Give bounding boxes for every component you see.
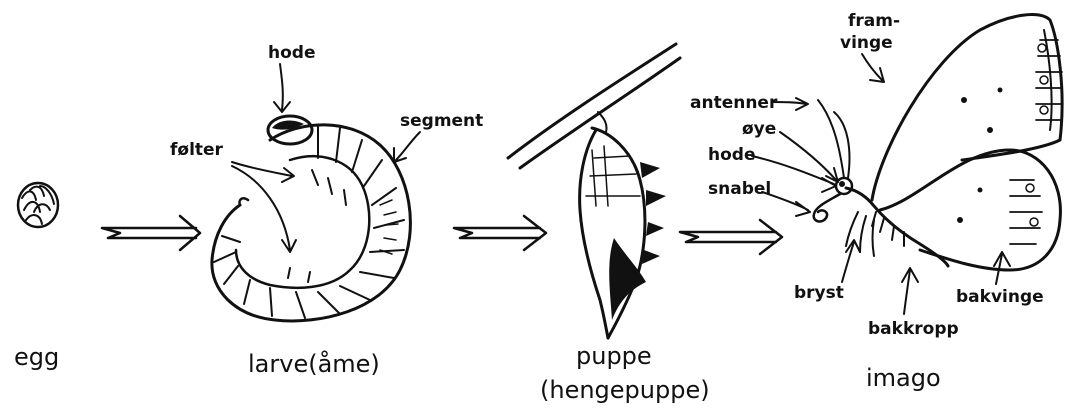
imago-forewing-pointer <box>862 54 884 82</box>
larva-drawing <box>212 116 411 321</box>
imago-head-label: hode <box>708 145 755 165</box>
larva-feelers-label: følter <box>170 140 224 160</box>
larva-segment-pointer <box>394 132 420 162</box>
egg-drawing <box>18 183 58 227</box>
stage-arrow-1 <box>102 216 200 250</box>
imago-thorax-label: bryst <box>794 283 844 303</box>
imago-abdomen-label: bakkropp <box>868 319 959 339</box>
imago-hindwing-label: bakvinge <box>956 287 1044 307</box>
larva-head-label: hode <box>268 43 315 63</box>
egg-label: egg <box>14 343 59 371</box>
imago-thorax-pointer <box>842 240 860 282</box>
stage-arrow-3 <box>680 220 782 254</box>
larva-label: larve(åme) <box>248 349 380 378</box>
imago-forewing-label-line2: vinge <box>840 33 893 53</box>
pupa-drawing <box>508 44 680 338</box>
imago-abdomen-pointer <box>902 268 918 314</box>
imago-label: imago <box>866 364 941 392</box>
pupa-label-line2: (hengepuppe) <box>540 376 710 404</box>
imago-forewing-label-line1: fram- <box>848 11 900 31</box>
larva-segment-label: segment <box>400 111 483 131</box>
pupa-label-line1: puppe <box>576 342 652 370</box>
stage-arrow-2 <box>454 216 546 250</box>
imago-proboscis-label: snabel <box>708 179 771 199</box>
imago-antennae-pointer <box>772 98 808 110</box>
imago-eye-label: øye <box>742 119 776 139</box>
larva-head-pointer <box>274 64 290 112</box>
imago-antennae-label: antenner <box>690 93 778 113</box>
